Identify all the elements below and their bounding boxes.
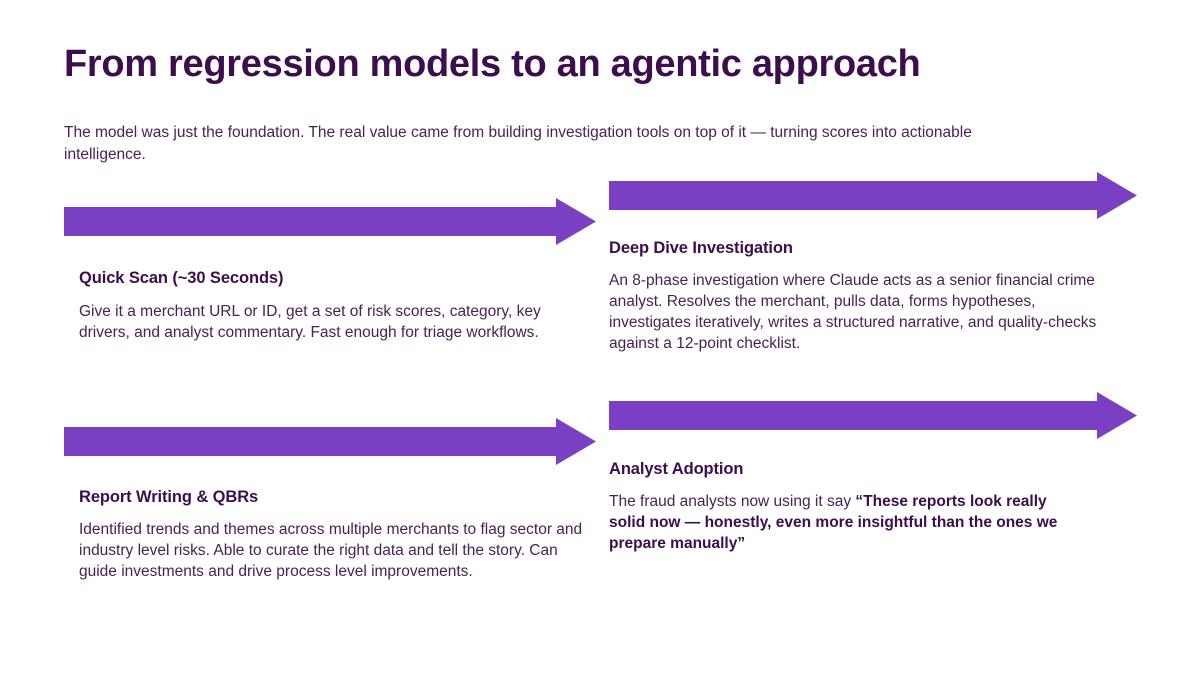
right-block-arrow-icon bbox=[64, 418, 596, 465]
block-heading: Analyst Adoption bbox=[609, 460, 744, 478]
block-deep-dive-investigation: Deep Dive Investigation An 8-phase inves… bbox=[609, 172, 1137, 354]
block-heading: Deep Dive Investigation bbox=[609, 239, 793, 257]
right-block-arrow-icon bbox=[64, 198, 596, 245]
analyst-quote-text: “These reports look really solid now — h… bbox=[609, 493, 1058, 552]
slide-subtitle: The model was just the foundation. The r… bbox=[64, 124, 972, 163]
block-report-writing-qbrs: Report Writing & QBRs Identified trends … bbox=[64, 418, 596, 582]
block-quick-scan: Quick Scan (~30 Seconds) Give it a merch… bbox=[64, 198, 596, 343]
block-body: An 8-phase investigation where Claude ac… bbox=[609, 272, 1097, 352]
block-body: The fraud analysts now using it say “The… bbox=[609, 491, 1087, 554]
block-body: Identified trends and themes across mult… bbox=[79, 521, 583, 580]
right-block-arrow-icon bbox=[609, 172, 1137, 219]
block-body: Give it a merchant URL or ID, get a set … bbox=[79, 303, 541, 341]
right-block-arrow-icon bbox=[609, 392, 1137, 439]
block-heading: Quick Scan (~30 Seconds) bbox=[79, 269, 284, 287]
page-title: From regression models to an agentic app… bbox=[64, 43, 921, 85]
block-heading: Report Writing & QBRs bbox=[79, 488, 259, 506]
block-analyst-adoption: Analyst Adoption The fraud analysts now … bbox=[609, 392, 1137, 554]
quote-lead-text: The fraud analysts now using it say bbox=[609, 493, 856, 510]
